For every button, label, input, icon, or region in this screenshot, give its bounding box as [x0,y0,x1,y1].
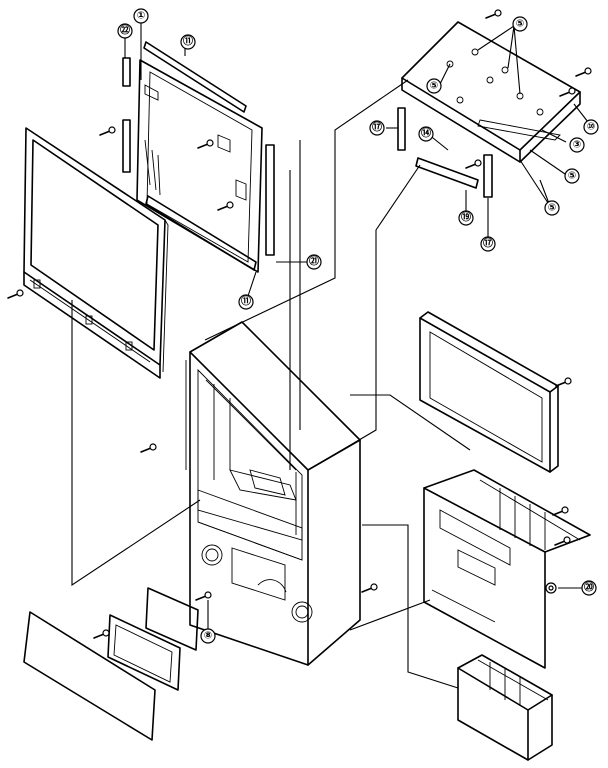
top-trim-strip [143,41,247,113]
right-mount-bracket [483,154,493,198]
callout-label: ⑲ [461,211,471,224]
callout: ⑧ [200,628,216,644]
callout-label: ⑤ [516,19,524,30]
callout: ⑰ [369,120,385,136]
callout: ⑤ [564,168,580,184]
callout-label: ③ [573,140,581,151]
callout: ⑩ [583,119,599,135]
callout: ⑪ [238,294,254,310]
callout: ① [133,8,149,24]
callout: ③ [569,137,585,153]
callout-label: ① [137,11,145,22]
right-side-strip [265,144,275,256]
assembly-guide-lines [71,79,471,689]
callout-label: ⑳ [584,581,594,594]
callout: ⑲ [458,210,474,226]
callout-label: ⑤ [568,171,576,182]
callout: ㉑ [306,254,322,270]
callout-label: ⑧ [204,631,212,642]
callout: ⑳ [581,580,597,596]
rear-back-cover [423,469,591,669]
callout-label: ㉒ [120,24,130,37]
rear-tray [419,311,559,473]
callout-label: ⑤ [430,81,438,92]
bottom-trim-strip [145,195,257,271]
callout: ⑤ [544,200,560,216]
speaker-grille [23,611,156,741]
lower-terminal-box [457,654,553,761]
callout-label: ⑰ [372,121,382,134]
callout: ⑤ [426,78,442,94]
callout: ⑭ [418,126,434,142]
side-clip-bracket [122,57,131,87]
left-mount-bracket [397,107,406,151]
screws [7,9,592,639]
callout-label: ⑰ [483,237,493,250]
callout: ⑤ [512,16,528,32]
callout-leaders [124,22,589,630]
callout: ㉒ [117,23,133,39]
callout-label: ⑭ [421,127,431,140]
screen-glass-panel [122,41,275,273]
front-bezel-frame [23,127,169,379]
callout: ⑪ [180,34,196,50]
callout: ⑰ [480,236,496,252]
callout-label: ⑪ [241,295,251,308]
cross-rail-bracket [415,157,479,189]
callout-label: ⑪ [183,35,193,48]
control-panel-board [107,587,199,691]
callout-label: ⑤ [548,203,556,214]
callout-label: ㉑ [309,255,319,268]
main-cabinet [185,321,361,666]
callout-label: ⑩ [587,122,595,133]
